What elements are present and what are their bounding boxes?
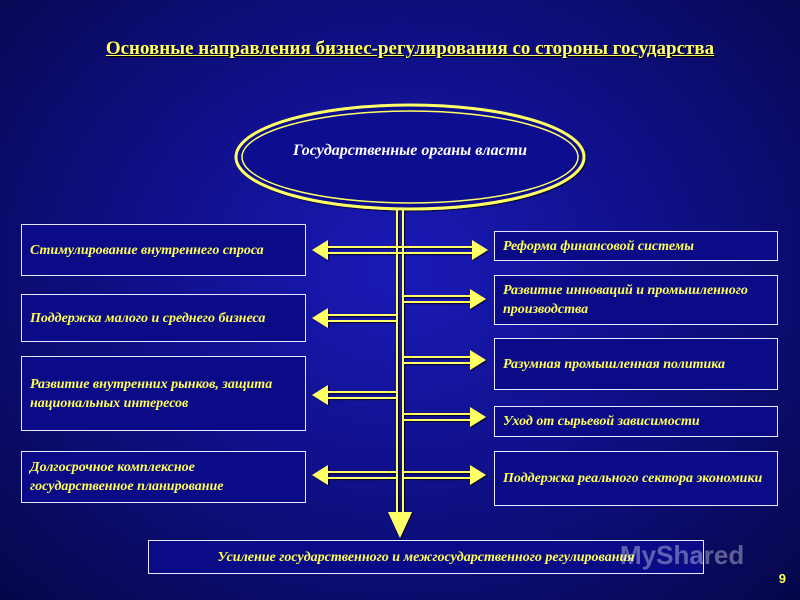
left-box-2: Поддержка малого и среднего бизнеса — [21, 294, 306, 342]
bottom-box: Усиление государственного и межгосударст… — [148, 540, 704, 574]
left-arrow-2 — [312, 308, 397, 328]
left-box-1: Стимулирование внутреннего спроса — [21, 224, 306, 276]
right-arrow-3 — [403, 350, 486, 370]
double-arrow-row1 — [312, 240, 488, 260]
left-box-3: Развитие внутренних рынков, защита нацио… — [21, 356, 306, 431]
main-trunk-arrow — [388, 208, 412, 538]
left-arrow-4 — [312, 465, 397, 485]
right-box-4: Уход от сырьевой зависимости — [494, 406, 778, 437]
right-box-2: Развитие инноваций и промышленного произ… — [494, 275, 778, 325]
central-oval-label: Государственные органы власти — [292, 142, 528, 159]
right-box-5: Поддержка реального сектора экономики — [494, 451, 778, 506]
left-arrow-3 — [312, 385, 397, 405]
left-box-4: Долгосрочное комплексное государственное… — [21, 451, 306, 503]
central-oval — [234, 103, 586, 211]
slide-title: Основные направления бизнес-регулировани… — [105, 38, 715, 59]
right-box-3: Разумная промышленная политика — [494, 338, 778, 390]
right-box-1: Реформа финансовой системы — [494, 231, 778, 261]
right-arrow-4 — [403, 407, 486, 427]
right-arrow-2 — [403, 289, 486, 309]
right-arrow-5 — [403, 465, 486, 485]
page-number: 9 — [778, 571, 786, 586]
watermark-logo: MyShared — [620, 540, 745, 570]
